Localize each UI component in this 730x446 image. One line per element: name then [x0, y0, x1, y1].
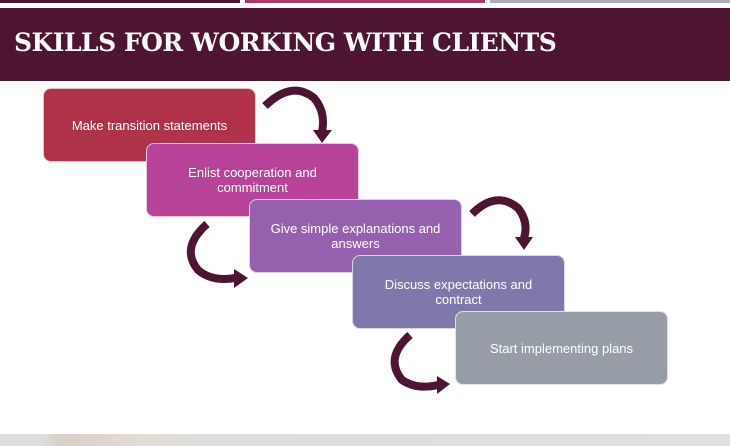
curved-arrow-4-icon: [390, 332, 450, 394]
top-strip-3: [490, 0, 730, 3]
title-bar: [0, 8, 730, 81]
curved-arrow-1-icon: [262, 86, 332, 143]
slide-title: SKILLS FOR WORKING WITH CLIENTS: [14, 28, 557, 57]
step-5-box[interactable]: Start implementing plans: [455, 311, 668, 385]
top-strip-1: [0, 0, 240, 3]
curved-arrow-2-icon: [186, 221, 248, 288]
bottom-image-strip: [0, 434, 730, 446]
curved-arrow-3-icon: [469, 196, 533, 250]
top-strip-2: [245, 0, 485, 3]
